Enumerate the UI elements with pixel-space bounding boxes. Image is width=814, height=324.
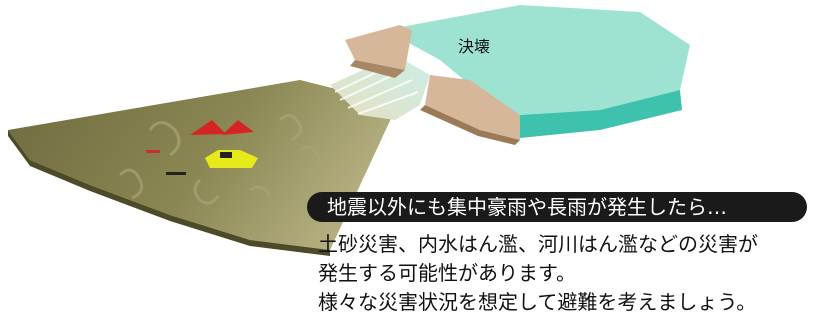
warning-banner: 地震以外にも集中豪雨や長雨が発生したら… — [307, 192, 807, 222]
reservoir — [345, 5, 690, 145]
flood-plain — [8, 80, 395, 256]
description-line-3: 様々な災害状況を想定して避難を考えましょう。 — [318, 290, 757, 314]
debris — [146, 150, 186, 175]
breach-label: 決壊 — [458, 37, 491, 56]
description-line-1: 土砂災害、内水はん濫、河川はん濫などの災害が — [318, 232, 758, 256]
description-text: 土砂災害、内水はん濫、河川はん濫などの災害が 発生する可能性があります。 様々な… — [318, 230, 812, 317]
house-roof-1 — [190, 120, 226, 135]
description-line-2: 発生する可能性があります。 — [318, 261, 576, 285]
car-icon — [205, 150, 258, 168]
house-roof-2 — [222, 120, 254, 135]
breach-outflow — [330, 55, 430, 120]
